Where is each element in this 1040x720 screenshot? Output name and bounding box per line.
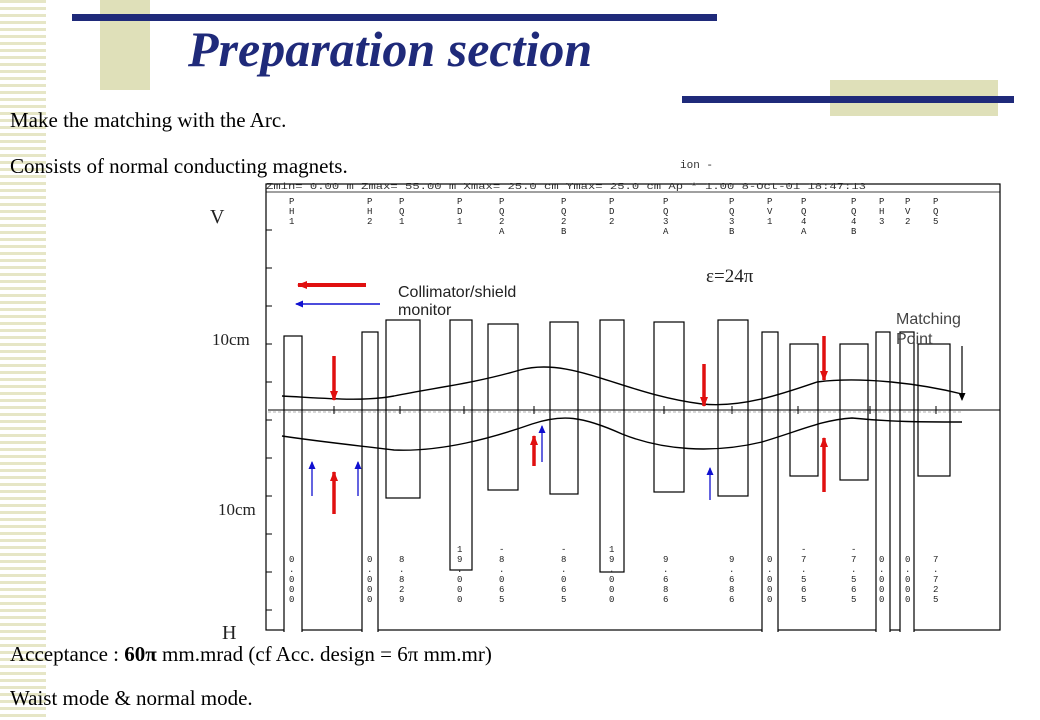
decorative-bar-top: [72, 14, 717, 21]
beam-envelope-svg: ion - Zmin= 0.00 m Zmax= 55.00 m Xmax= 2…: [265, 160, 1001, 683]
plot-frame: [265, 183, 1001, 631]
axis-label-v: V: [210, 206, 225, 228]
envelope-lower: [281, 417, 963, 451]
params-text: Zmin= 0.00 m Zmax= 55.00 m Xmax= 25.0 cm…: [266, 182, 866, 192]
lower-scale-label: 10cm: [216, 500, 258, 520]
magnet-box: [717, 319, 749, 497]
acceptance-prefix: Acceptance :: [10, 642, 125, 666]
magnet-box: [487, 323, 519, 491]
envelope-upper: [281, 366, 963, 406]
bullet-magnets: Consists of normal conducting magnets.: [10, 154, 348, 178]
acceptance-rest: mm.mrad (cf Acc. design = 6π mm.mr): [156, 642, 492, 666]
beam-envelope-diagram: ion - Zmin= 0.00 m Zmax= 55.00 m Xmax= 2…: [262, 160, 1004, 683]
axis-ticks: [333, 406, 937, 414]
magnet-box: [549, 321, 579, 495]
magnet-box: [653, 321, 685, 493]
bullet-matching: Make the matching with the Arc.: [10, 108, 287, 132]
acceptance-text: Acceptance : 60π mm.mrad (cf Acc. design…: [10, 642, 492, 667]
magnet-elements: [283, 319, 951, 683]
upper-scale-label: 10cm: [210, 330, 252, 350]
header-text: ion -: [680, 160, 713, 172]
left-scale-ticks: [266, 229, 272, 611]
emittance-label: ε=24π: [706, 266, 754, 287]
legend-monitor-label: monitor: [398, 302, 452, 319]
legend-labels: Collimator/shield monitor: [398, 284, 516, 320]
matching-point-label-line1: Matching: [896, 311, 961, 328]
slide-title: Preparation section: [188, 21, 593, 77]
legend-collimator-label: Collimator/shield: [398, 284, 517, 301]
decorative-bar-right: [682, 96, 1014, 103]
acceptance-value: 60π: [124, 642, 157, 666]
matching-point-label: Matching Point: [896, 310, 961, 350]
axis-label-h: H: [222, 622, 237, 644]
mode-text: Waist mode & normal mode.: [10, 686, 253, 710]
stripe-decoration-left: [0, 0, 46, 720]
magnet-box: [599, 319, 625, 573]
matching-point-label-line2: Point: [896, 331, 933, 348]
magnet-box: [385, 319, 421, 499]
